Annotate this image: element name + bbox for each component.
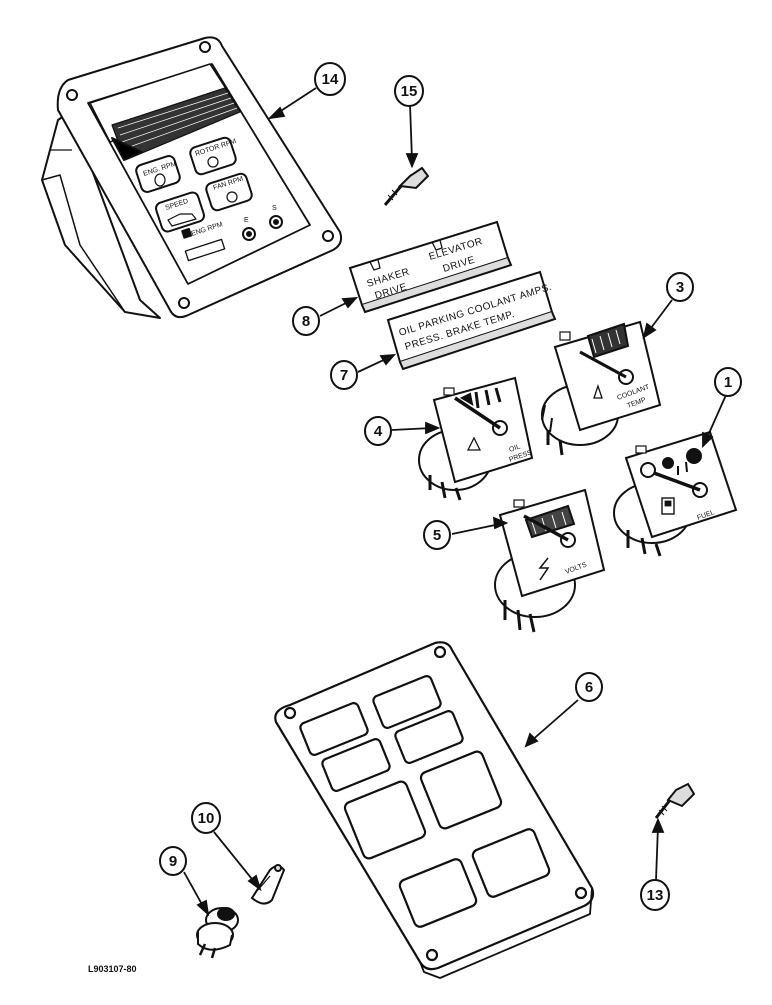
knob-s-label: S	[272, 205, 277, 212]
callout-leaders	[183, 87, 727, 917]
callout-balloons	[159, 62, 742, 911]
callout-8: 8	[302, 313, 310, 330]
callout-10: 10	[198, 810, 215, 827]
callout-numbers: 14 15 8 7 3 1 4 5 6 10 9 13	[169, 71, 732, 904]
oil-label: OIL	[508, 443, 521, 453]
callout-13: 13	[647, 887, 664, 904]
knob-e-label: E	[244, 217, 249, 224]
callout-5: 5	[433, 527, 441, 544]
coolant-temp-gauge	[541, 320, 662, 456]
callout-7: 7	[340, 367, 348, 384]
callout-9: 9	[169, 853, 177, 870]
oil-press-gauge	[418, 376, 534, 501]
screw-15	[383, 166, 430, 206]
callout-3: 3	[676, 279, 684, 296]
callout-4: 4	[374, 423, 383, 440]
screw-13	[654, 782, 696, 819]
socket-9	[196, 907, 239, 959]
callout-15: 15	[401, 83, 418, 100]
volts-gauge	[494, 488, 606, 633]
reference-code: L903107-80	[88, 964, 137, 974]
tachometer-monitor	[41, 36, 343, 319]
callout-6: 6	[585, 679, 593, 696]
callout-14: 14	[322, 71, 339, 88]
gauge-decal-7	[386, 270, 557, 371]
callout-1: 1	[724, 374, 732, 391]
panel-frame-6	[274, 641, 595, 979]
fuel-gauge	[613, 430, 738, 557]
drive-decal-8	[348, 220, 513, 314]
